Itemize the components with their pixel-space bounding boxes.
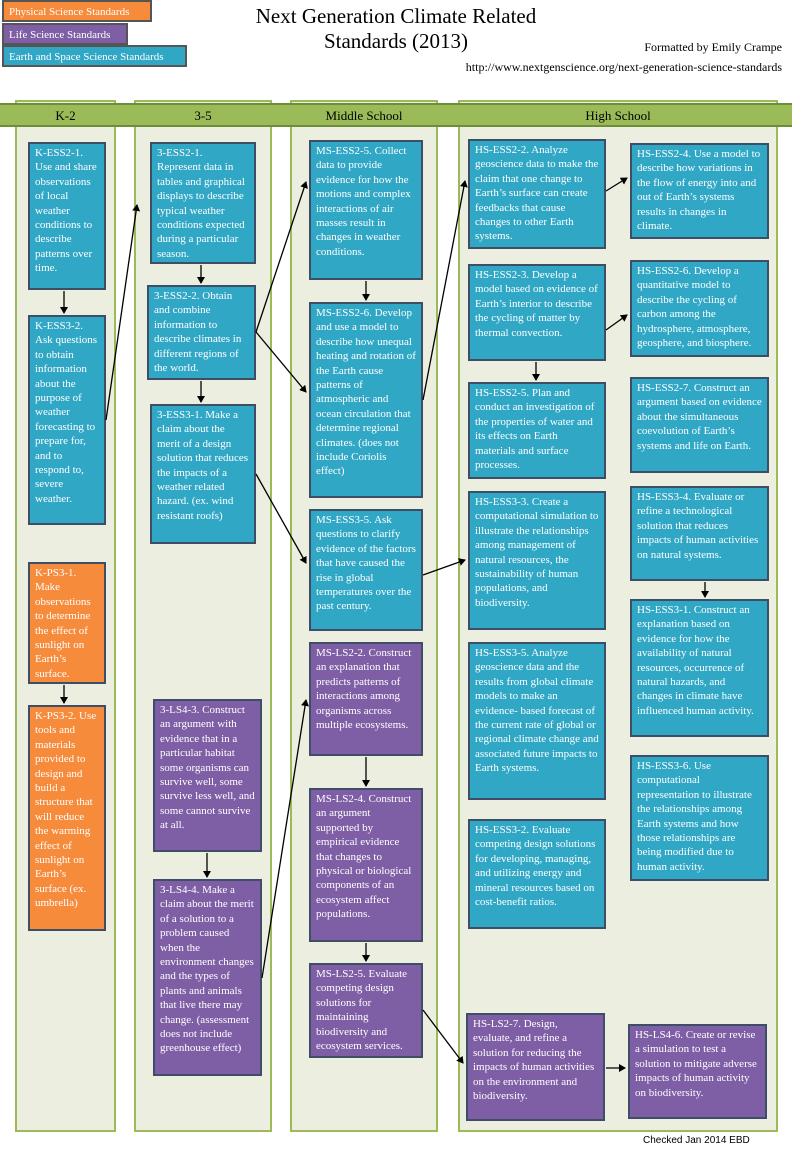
standard-hs-ess3-6: HS-ESS3-6. Use computational representat…	[630, 755, 769, 881]
column-header-high-school: High School	[585, 108, 651, 123]
legend-earth-space-science: Earth and Space Science Standards	[2, 45, 187, 67]
standard-hs-ess3-5: HS-ESS3-5. Analyze geoscience data and t…	[468, 642, 606, 800]
column-header-k2: K-2	[55, 108, 76, 123]
standard-ms-ess2-6: MS-ESS2-6. Develop and use a model to de…	[309, 302, 423, 498]
column-header-band	[0, 103, 792, 127]
standard-k-ps3-2: K-PS3-2. Use tools and materials provide…	[28, 705, 106, 931]
column-header-middle-school: Middle School	[325, 108, 403, 123]
standard-hs-ls4-6: HS-LS4-6. Create or revise a simulation …	[628, 1024, 767, 1119]
standard-hs-ess3-2: HS-ESS3-2. Evaluate competing design sol…	[468, 819, 606, 929]
standard-ms-ls2-4: MS-LS2-4. Construct an argument supporte…	[309, 788, 423, 942]
standard-hs-ess2-5: HS-ESS2-5. Plan and conduct an investiga…	[468, 382, 606, 479]
column-header-3-5: 3-5	[194, 108, 212, 123]
standard-hs-ess3-3: HS-ESS3-3. Create a computational simula…	[468, 491, 606, 630]
standard-k-ess3-2: K-ESS3-2. Ask questions to obtain inform…	[28, 315, 106, 525]
standard-hs-ess2-7: HS-ESS2-7. Construct an argument based o…	[630, 377, 769, 473]
standard-ms-ls2-2: MS-LS2-2. Construct an explanation that …	[309, 642, 423, 756]
standard-3-ls4-4: 3-LS4-4. Make a claim about the merit of…	[153, 879, 262, 1076]
page-title: Next Generation Climate Related Standard…	[255, 4, 537, 53]
checked-footnote: Checked Jan 2014 EBD	[643, 1135, 750, 1146]
standard-hs-ess3-4: HS-ESS3-4. Evaluate or refine a technolo…	[630, 486, 769, 581]
standard-hs-ess2-3: HS-ESS2-3. Develop a model based on evid…	[468, 264, 606, 361]
standard-3-ess2-1: 3-ESS2-1. Represent data in tables and g…	[150, 142, 256, 264]
standard-hs-ess2-2: HS-ESS2-2. Analyze geoscience data to ma…	[468, 139, 606, 249]
standard-3-ess3-1: 3-ESS3-1. Make a claim about the merit o…	[150, 404, 256, 544]
source-url: http://www.nextgenscience.org/next-gener…	[465, 60, 782, 74]
legend-physical-science: Physical Science Standards	[2, 0, 152, 22]
standard-k-ps3-1: K-PS3-1. Make observations to determine …	[28, 562, 106, 684]
standard-3-ls4-3: 3-LS4-3. Construct an argument with evid…	[153, 699, 262, 852]
standard-hs-ess2-6: HS-ESS2-6. Develop a quantitative model …	[630, 260, 769, 357]
standard-ms-ess3-5: MS-ESS3-5. Ask questions to clarify evid…	[309, 509, 423, 631]
standard-3-ess2-2: 3-ESS2-2. Obtain and combine information…	[147, 285, 256, 380]
standard-ms-ess2-5: MS-ESS2-5. Collect data to provide evide…	[309, 140, 423, 280]
standard-k-ess2-1: K-ESS2-1. Use and share observations of …	[28, 142, 106, 290]
standard-hs-ess3-1: HS-ESS3-1. Construct an explanation base…	[630, 599, 769, 737]
standard-hs-ls2-7: HS-LS2-7. Design, evaluate, and refine a…	[466, 1013, 605, 1121]
legend-life-science: Life Science Standards	[2, 23, 128, 45]
standard-hs-ess2-4: HS-ESS2-4. Use a model to describe how v…	[630, 143, 769, 239]
standard-ms-ls2-5: MS-LS2-5. Evaluate competing design solu…	[309, 963, 423, 1058]
author-credit: Formatted by Emily Crampe	[644, 40, 782, 54]
